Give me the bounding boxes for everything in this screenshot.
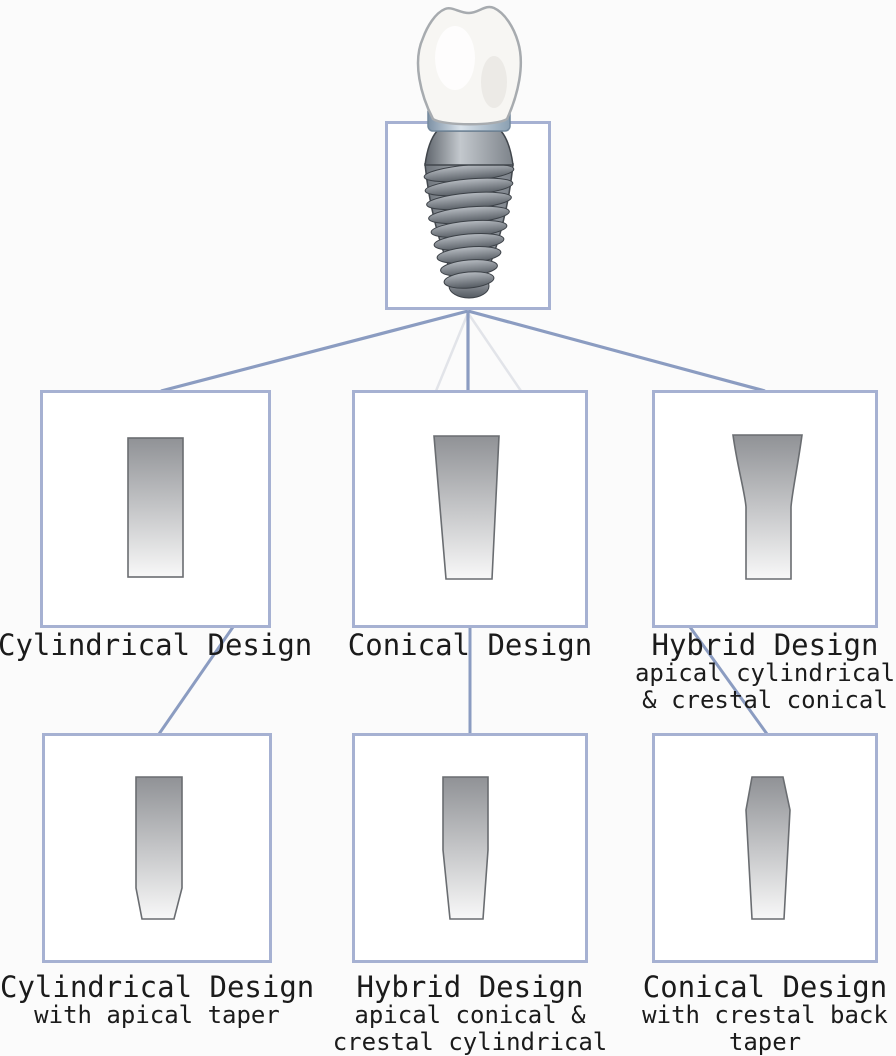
node-box-cylindrical xyxy=(40,390,271,628)
node-box-hybrid-apical-conical xyxy=(352,733,588,963)
node-title: Conical Design xyxy=(347,628,593,662)
node-box-hybrid-crestal-conical xyxy=(652,390,878,628)
connector-cylindrical-to-apical-taper xyxy=(157,626,235,735)
node-title: Conical Design xyxy=(642,970,888,1004)
cylindrical-shape-icon xyxy=(127,437,184,578)
node-label-cylindrical: Cylindrical Design xyxy=(0,630,312,660)
conical-shape-icon xyxy=(433,435,500,580)
dental-implant-illustration xyxy=(416,5,523,299)
implant-platform-neck xyxy=(424,130,514,166)
node-label-cylindrical-apical-taper: Cylindrical Design with apical taper xyxy=(0,972,314,1029)
connector-root-faint-left xyxy=(434,312,470,392)
connector-hybrid-to-back-taper xyxy=(688,626,769,735)
node-subtitle: crestal cylindrical xyxy=(332,1028,608,1056)
cone-body xyxy=(433,435,500,580)
node-title: Cylindrical Design xyxy=(0,628,313,662)
node-label-conical: Conical Design xyxy=(313,630,627,660)
node-subtitle: apical cylindrical xyxy=(634,659,896,687)
node-subtitle: apical conical & xyxy=(354,1001,586,1029)
node-subtitle: with crestal back xyxy=(642,1001,888,1029)
cylinder-body xyxy=(127,437,184,578)
crown-highlight xyxy=(435,26,475,90)
node-label-hybrid-apical-conical: Hybrid Design apical conical & crestal c… xyxy=(313,972,627,1056)
connector-root-to-hybrid xyxy=(467,309,766,393)
node-label-conical-crestal-back-taper: Conical Design with crestal back taper xyxy=(608,972,896,1056)
connector-root-faint-right xyxy=(466,312,523,392)
node-title: Hybrid Design xyxy=(651,628,879,662)
node-label-hybrid-crestal-conical: Hybrid Design apical cylindrical & crest… xyxy=(608,630,896,714)
crown-shading xyxy=(481,56,507,108)
implant-threads xyxy=(423,163,515,289)
hybrid-crestal-conical-shape-icon xyxy=(732,434,803,580)
hybrid-apical-conical-body xyxy=(442,776,489,920)
back-taper-body xyxy=(745,776,791,920)
node-subtitle: taper xyxy=(728,1028,802,1056)
node-box-conical xyxy=(352,390,588,628)
conical-crestal-back-taper-shape-icon xyxy=(745,776,791,920)
hybrid-apical-conical-shape-icon xyxy=(442,776,489,920)
hybrid-body xyxy=(732,434,803,580)
node-subtitle: & crestal conical xyxy=(642,686,888,714)
node-box-conical-crestal-back-taper xyxy=(652,733,878,963)
node-title: Hybrid Design xyxy=(356,970,584,1004)
node-box-cylindrical-apical-taper xyxy=(42,733,272,963)
tapered-cylinder-body xyxy=(135,776,183,920)
node-title: Cylindrical Design xyxy=(0,970,315,1004)
cylindrical-apical-taper-shape-icon xyxy=(135,776,183,920)
connector-root-to-cylindrical xyxy=(160,309,469,393)
node-subtitle: with apical taper xyxy=(34,1001,280,1029)
